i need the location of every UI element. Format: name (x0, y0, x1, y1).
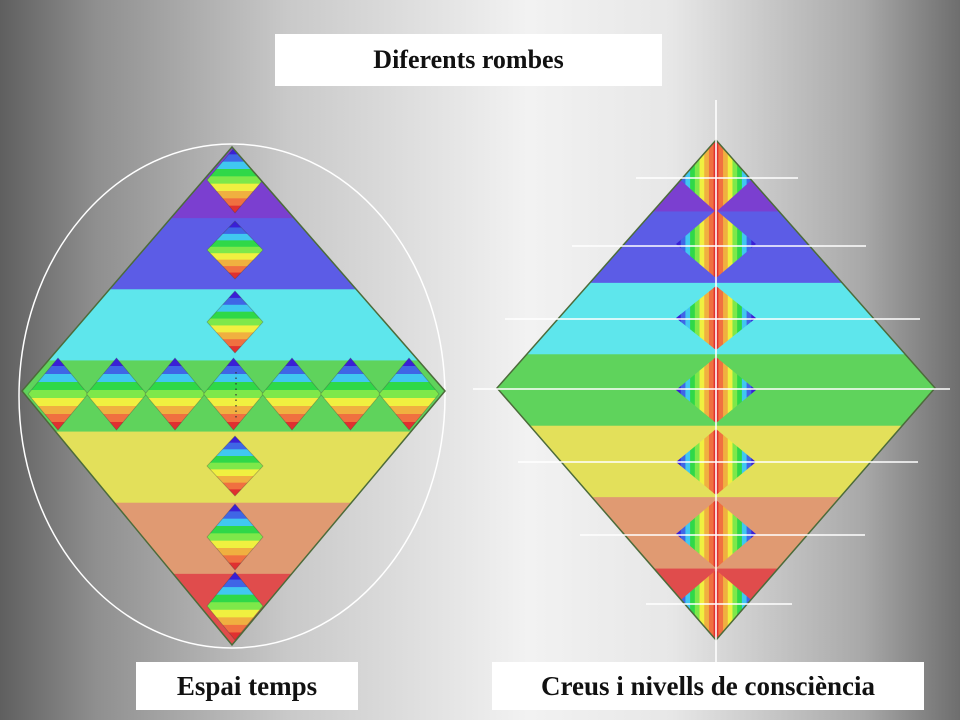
left-row-diamond-6 (379, 358, 439, 430)
left-column-diamond-4 (207, 504, 263, 570)
left-column-diamond-5 (207, 572, 263, 640)
left-row-diamond-2 (145, 358, 205, 430)
caption-espai-temps: Espai temps (136, 662, 358, 710)
right-cross-diamond-1 (676, 210, 756, 278)
consciousness-level-lines (473, 100, 950, 668)
left-row-diamond-4 (262, 358, 322, 430)
left-row-diamond-5 (320, 358, 381, 430)
left-column-diamond-1 (207, 221, 263, 279)
left-column-diamond-2 (207, 291, 263, 353)
left-rhombus-espai-temps (22, 147, 445, 645)
enclosing-ellipse (18, 143, 446, 649)
left-row-diamond-3 (203, 358, 264, 430)
left-row-diamond-1 (86, 358, 147, 430)
right-cross-diamond-2 (676, 286, 756, 350)
left-row-diamond-0 (28, 358, 88, 430)
page-title: Diferents rombes (275, 34, 662, 86)
left-column-diamond-3 (207, 436, 263, 496)
left-rhombus-outline (21, 145, 446, 647)
caption-creus-nivells: Creus i nivells de consciència (492, 662, 924, 710)
